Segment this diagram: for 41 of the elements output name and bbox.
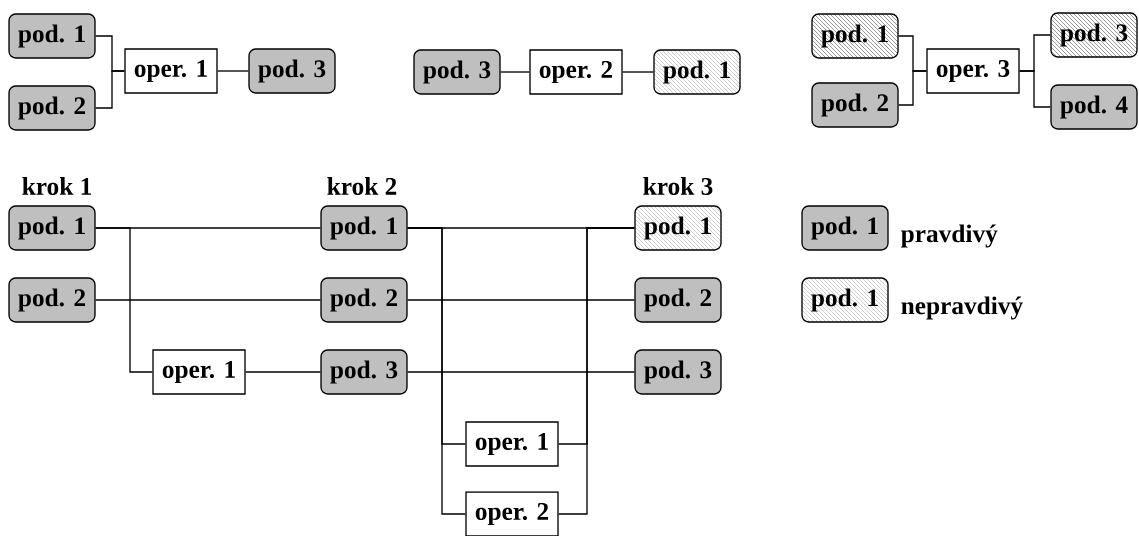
beside-label: pravdivý xyxy=(901,224,998,248)
operation-box: oper. 1 xyxy=(124,48,218,94)
operation-box: oper. 2 xyxy=(529,49,623,95)
condition-box: pod. 3 xyxy=(248,48,336,94)
connector-line xyxy=(1019,70,1051,108)
condition-box: pod. 1 xyxy=(811,13,899,59)
condition-box: pod. 2 xyxy=(634,277,722,323)
connector-line xyxy=(245,371,321,373)
condition-box: pod. 3 xyxy=(1050,12,1138,58)
connector-line xyxy=(95,70,125,109)
condition-box: pod. 2 xyxy=(811,82,899,128)
condition-box: pod. 1 xyxy=(320,205,408,251)
connector-line xyxy=(898,70,927,106)
condition-box: pod. 3 xyxy=(634,349,722,395)
beside-label: nepravdivý xyxy=(901,296,1023,320)
connector-line xyxy=(622,71,654,73)
connector-line xyxy=(95,299,321,301)
condition-box: pod. 3 xyxy=(320,349,408,395)
operation-box: oper. 1 xyxy=(465,421,559,467)
condition-box: pod. 1 xyxy=(653,49,741,95)
operation-box: oper. 2 xyxy=(465,491,559,536)
condition-box: pod. 2 xyxy=(8,277,96,323)
connector-line xyxy=(558,227,635,515)
condition-box: pod. 1 xyxy=(801,277,889,323)
condition-box: pod. 2 xyxy=(8,85,96,131)
condition-box: pod. 1 xyxy=(801,205,889,251)
connector-line xyxy=(217,70,249,72)
connector-line xyxy=(407,371,635,373)
connector-line xyxy=(407,299,635,301)
operation-box: oper. 1 xyxy=(152,349,246,395)
connector-line xyxy=(95,227,153,373)
connector-line xyxy=(500,71,530,73)
condition-box: pod. 3 xyxy=(413,49,501,95)
connector-line xyxy=(407,227,466,515)
condition-box: pod. 1 xyxy=(634,205,722,251)
operation-box: oper. 3 xyxy=(926,48,1020,94)
condition-box: pod. 1 xyxy=(8,13,96,59)
condition-box: pod. 4 xyxy=(1050,84,1138,130)
condition-box: pod. 2 xyxy=(320,277,408,323)
step-label: krok 1 xyxy=(22,177,91,195)
condition-box: pod. 1 xyxy=(8,205,96,251)
